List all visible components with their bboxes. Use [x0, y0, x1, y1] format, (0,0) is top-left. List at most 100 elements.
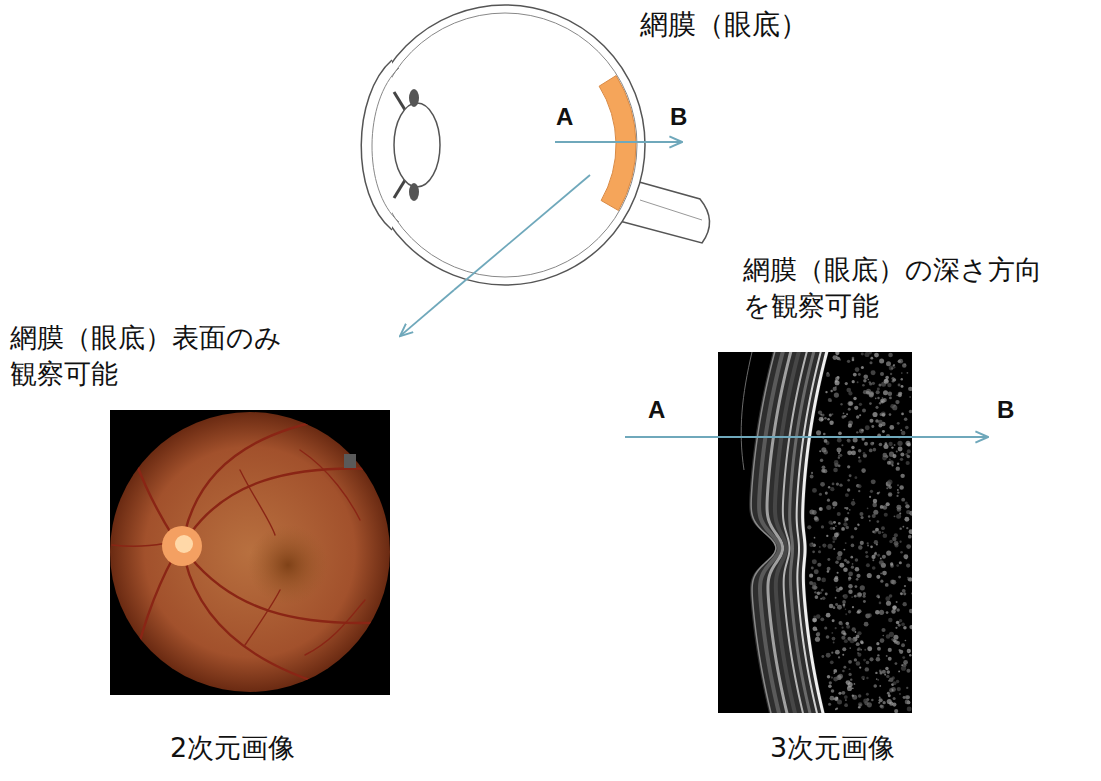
choroid-speck [857, 609, 861, 613]
choroid-speck [878, 383, 881, 386]
choroid-speck [871, 699, 874, 702]
choroid-speck [863, 659, 866, 662]
choroid-speck [884, 513, 888, 517]
choroid-speck [848, 610, 851, 613]
choroid-speck [872, 412, 877, 417]
choroid-speck [859, 428, 864, 433]
choroid-speck [870, 546, 873, 549]
choroid-speck [880, 705, 883, 708]
vessel [190, 557, 392, 623]
choroid-speck [835, 650, 840, 655]
choroid-speck [898, 393, 902, 397]
choroid-speck [829, 421, 833, 425]
choroid-speck [828, 398, 832, 402]
choroid-speck [826, 505, 831, 510]
choroid-speck [812, 488, 817, 493]
choroid-speck [884, 379, 889, 384]
choroid-speck [909, 396, 911, 398]
choroid-speck [819, 450, 821, 452]
choroid-speck [853, 438, 858, 443]
choroid-speck [881, 526, 885, 530]
choroid-speck [838, 621, 842, 625]
choroid-speck [860, 585, 865, 590]
choroid-speck [840, 623, 843, 626]
eye-illustration [361, 5, 709, 290]
choroid-speck [892, 605, 896, 609]
choroid-speck [909, 511, 912, 516]
choroid-speck [814, 516, 818, 520]
choroid-speck [894, 515, 896, 517]
choroid-speck [842, 654, 844, 656]
choroid-speck [849, 474, 852, 477]
choroid-speck [833, 669, 837, 673]
choroid-speck [896, 495, 898, 497]
choroid-speck [845, 382, 848, 385]
choroid-speck [834, 393, 839, 398]
choroid-speck [852, 694, 854, 696]
choroid-speck [879, 697, 881, 699]
choroid-speck [886, 361, 891, 366]
choroid-speck [835, 597, 837, 599]
choroid-speck [866, 661, 870, 665]
choroid-speck [906, 669, 910, 673]
choroid-speck [891, 687, 896, 692]
choroid-speck [882, 430, 885, 433]
choroid-speck [905, 640, 907, 642]
choroid-speck [900, 453, 904, 457]
choroid-speck [826, 635, 830, 639]
choroid-speck [895, 627, 897, 629]
choroid-speck [832, 637, 836, 641]
choroid-speck [847, 439, 850, 442]
choroid-speck [909, 654, 911, 656]
choroid-speck [861, 641, 864, 644]
choroid-speck [883, 533, 888, 538]
choroid-speck [886, 611, 889, 614]
choroid-speck [851, 566, 854, 569]
section-point: B [997, 397, 1014, 423]
choroid-speck [846, 622, 850, 626]
choroid-speck [856, 578, 859, 581]
choroid-speck [862, 384, 865, 387]
choroid-speck [852, 687, 854, 689]
choroid-speck [821, 447, 826, 452]
choroid-speck [817, 577, 821, 581]
choroid-speck [841, 636, 845, 640]
choroid-speck [842, 600, 846, 604]
choroid-speck [904, 418, 908, 422]
choroid-speck [825, 492, 828, 495]
choroid-speck [892, 605, 896, 609]
choroid-speck [869, 381, 871, 383]
choroid-speck [887, 461, 891, 465]
choroid-speck [851, 446, 854, 449]
choroid-speck [865, 555, 868, 558]
choroid-speck [892, 537, 896, 541]
choroid-speck [875, 610, 880, 615]
retina-highlight [599, 76, 636, 211]
choroid-speck [818, 410, 822, 414]
choroid-speck [844, 415, 847, 418]
choroid-speck [907, 650, 909, 652]
choroid-speck [889, 458, 891, 460]
choroid-speck [814, 591, 816, 593]
choroid-speck [832, 483, 835, 486]
choroid-speck [843, 594, 848, 599]
choroid-speck [858, 694, 862, 698]
choroid-speck [871, 425, 874, 428]
choroid-speck [901, 623, 905, 627]
vessel [190, 468, 392, 534]
choroid-speck [847, 479, 849, 481]
choroid-speck [871, 370, 876, 375]
choroid-speck [895, 662, 898, 665]
choroid-speck [848, 590, 852, 594]
choroid-speck [890, 579, 895, 584]
choroid-speck [850, 638, 855, 643]
choroid-speck [837, 605, 842, 610]
choroid-speck [900, 593, 903, 596]
choroid-speck [843, 606, 845, 608]
eye-globe [365, 5, 645, 285]
choroid-speck [886, 601, 891, 606]
choroid-speck [836, 697, 838, 699]
choroid-speck [877, 679, 879, 681]
choroid-speck [882, 635, 884, 637]
